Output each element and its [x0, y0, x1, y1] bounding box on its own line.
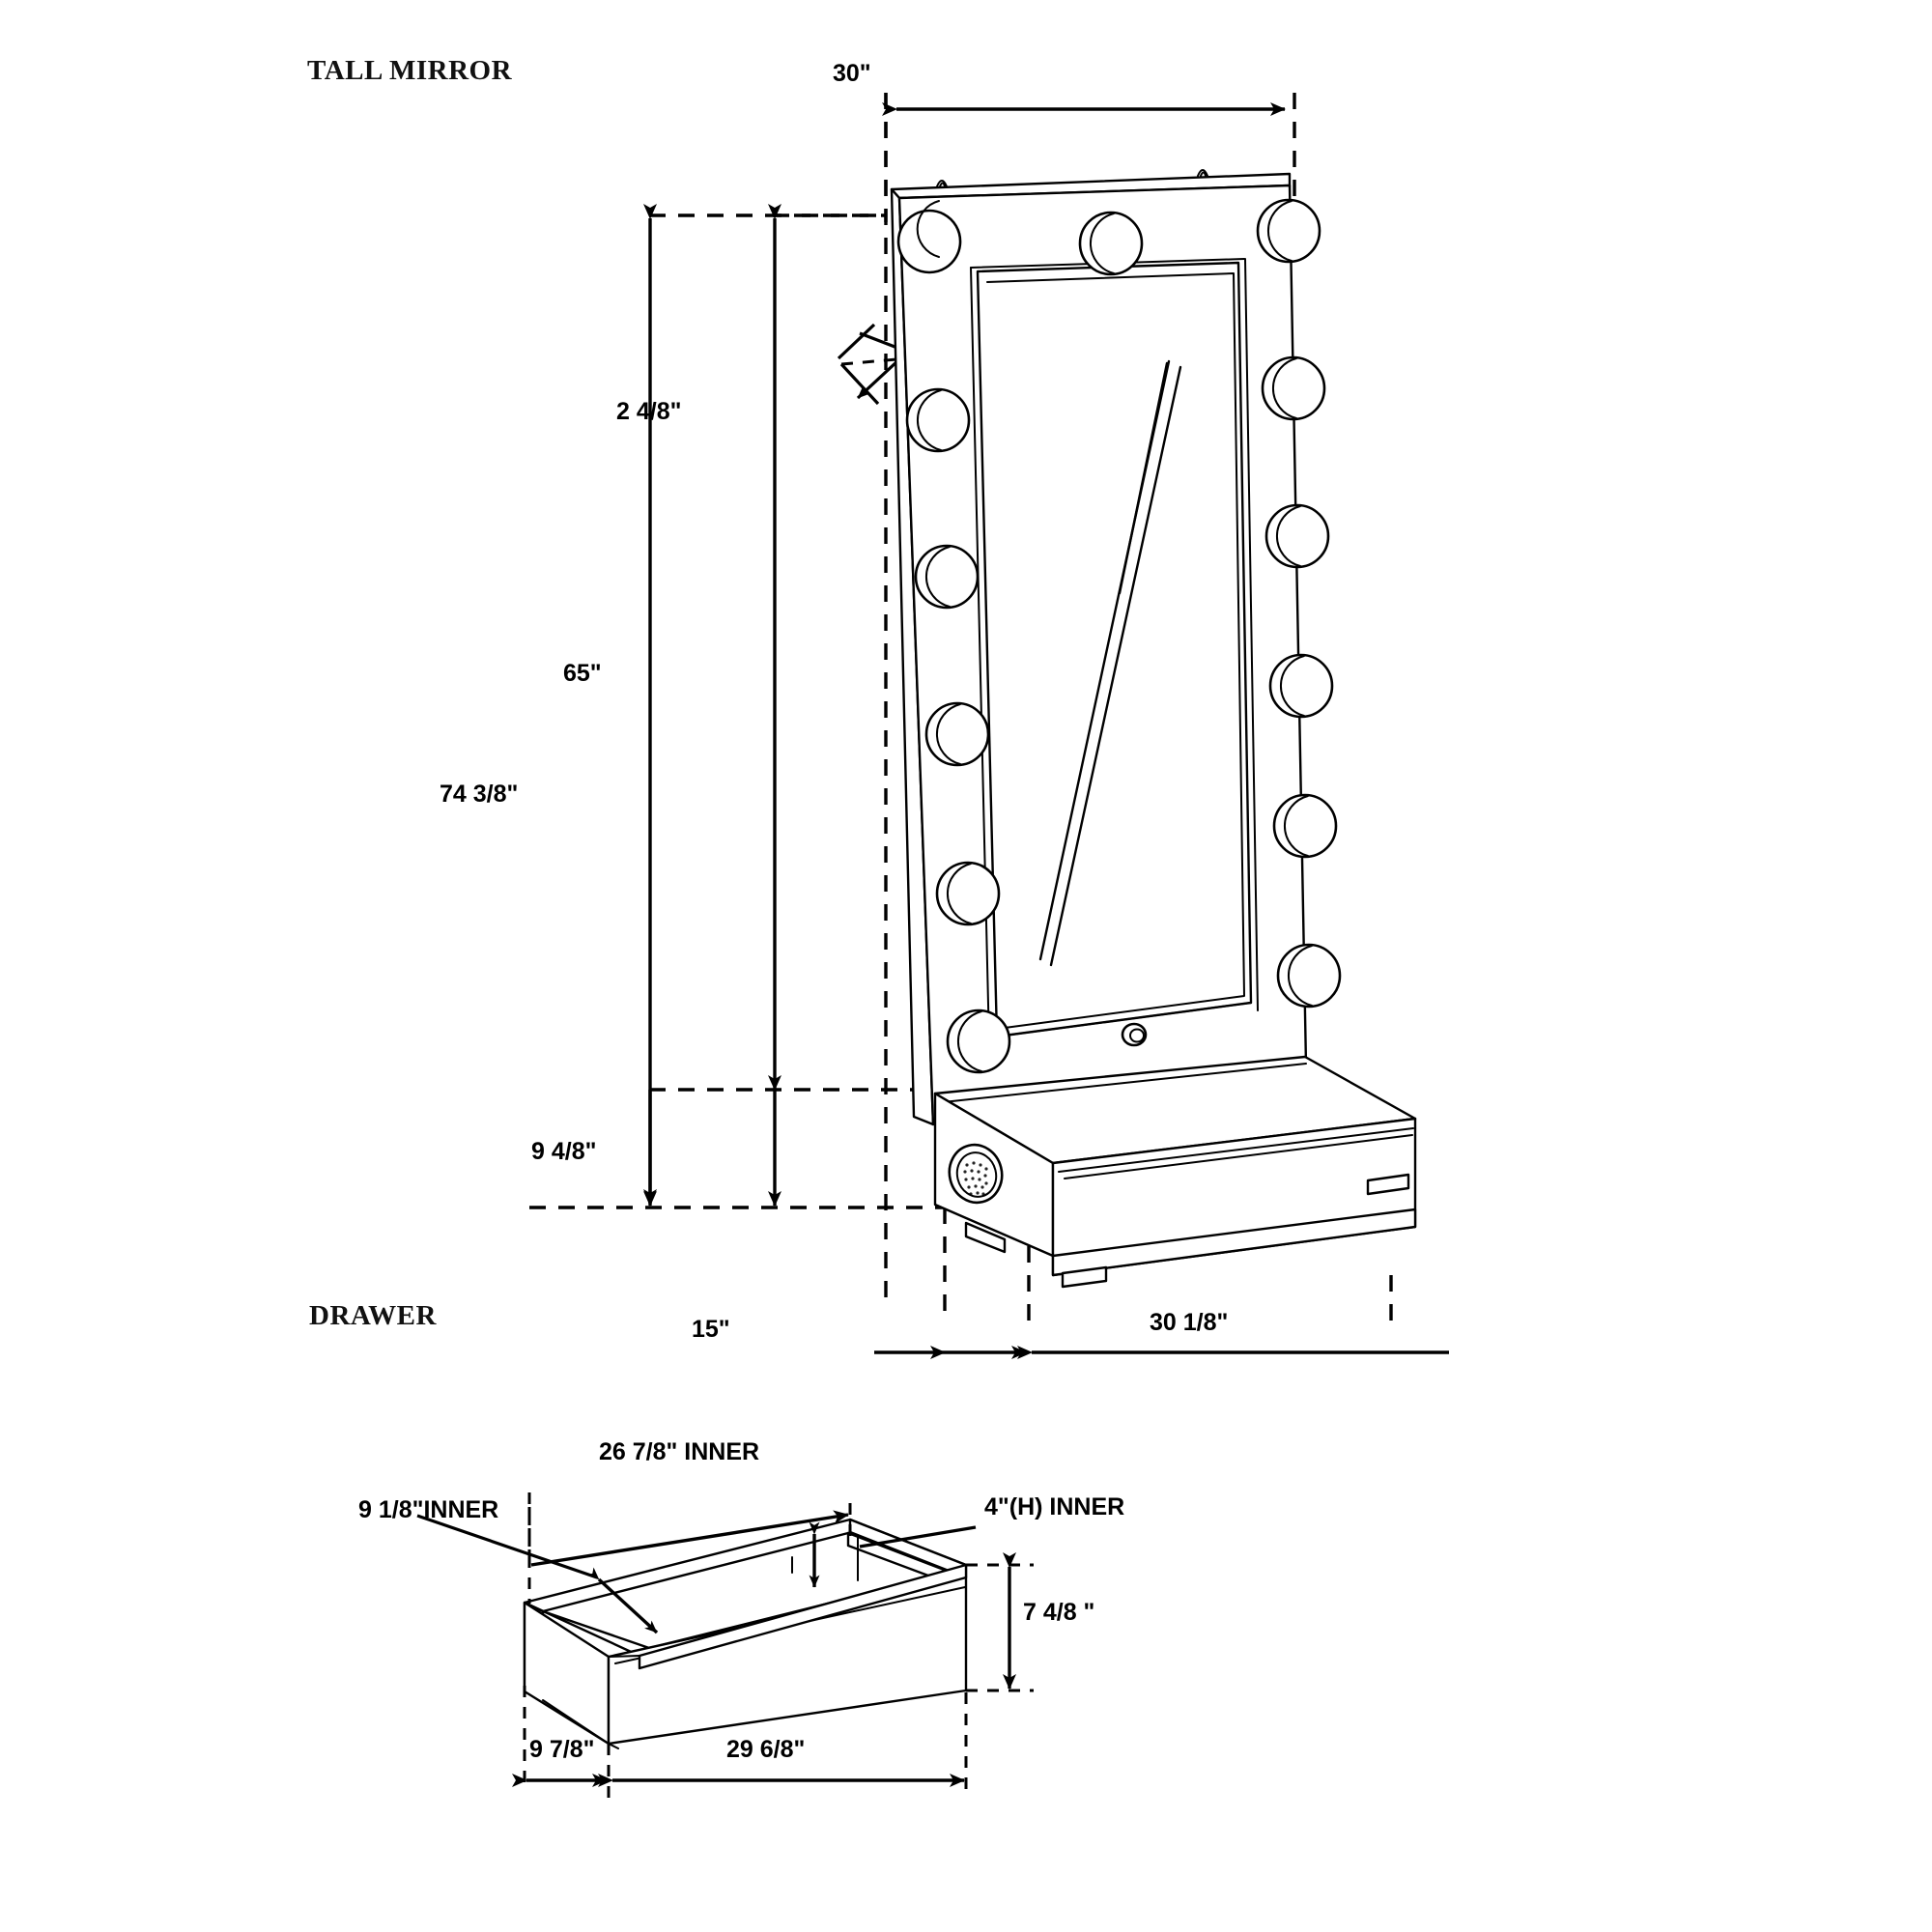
knob-icon	[1121, 1022, 1148, 1047]
page-title-drawer: DRAWER	[309, 1300, 437, 1331]
bulb-left-6	[946, 1009, 1011, 1074]
bulb-right-4	[1268, 653, 1334, 719]
dim-label-base-width: 30 1/8"	[1150, 1309, 1229, 1336]
drawer-detail-assembly	[523, 1518, 968, 1749]
bulb-top-center	[1078, 211, 1144, 276]
base-cabinet-assembly	[933, 1055, 1417, 1289]
dim-label-drawer-inner-width: 26 7/8" INNER	[599, 1438, 760, 1465]
hanger-tab-icon	[936, 180, 948, 187]
dim-label-drawer-outer-height: 7 4/8 "	[1023, 1599, 1095, 1626]
dim-label-drawer-inner-depth: 9 1/8"INNER	[358, 1496, 499, 1523]
drawer-dimension-lines	[416, 1492, 1034, 1799]
bulb-right-3	[1264, 503, 1330, 569]
dim-label-drawer-outer-width: 29 6/8"	[726, 1736, 806, 1763]
dim-label-mirror-height: 65"	[563, 660, 602, 687]
dim-9-4-8-line	[643, 1090, 781, 1207]
dim-label-base-depth: 15"	[692, 1316, 730, 1343]
bulb-left-4	[924, 701, 990, 767]
bulb-left-5	[935, 861, 1001, 926]
dim-label-overall-width: 30"	[833, 60, 871, 87]
dim-label-total-height: 74 3/8"	[440, 781, 519, 808]
bulb-right-5	[1272, 793, 1338, 859]
mirror-extension-lines	[529, 93, 1393, 1321]
bulb-right-1	[1256, 198, 1321, 264]
bulb-right-2	[1261, 355, 1326, 421]
hanger-tab-icon	[1197, 169, 1208, 177]
dim-label-base-height: 9 4/8"	[531, 1138, 597, 1165]
cabinet-foot-left	[964, 1221, 1007, 1254]
speaker-grille-icon	[948, 1143, 1004, 1205]
bulb-left-3	[914, 544, 980, 610]
bulb-right-6	[1276, 943, 1342, 1009]
bulb-left-1	[896, 200, 962, 274]
dim-15-line	[850, 1441, 871, 1443]
page-title-tall-mirror: TALL MIRROR	[307, 55, 513, 86]
cabinet-foot-right	[1366, 1173, 1410, 1196]
dim-label-drawer-outer-depth: 9 7/8"	[529, 1736, 595, 1763]
dim-label-drawer-inner-height: 4"(H) INNER	[984, 1493, 1125, 1520]
cabinet-foot-front	[1061, 1265, 1108, 1289]
dim-label-frame-top-offset: 2 4/8"	[616, 398, 682, 425]
mirror-frame-assembly	[890, 169, 1342, 1126]
bulb-left-2	[905, 387, 971, 453]
